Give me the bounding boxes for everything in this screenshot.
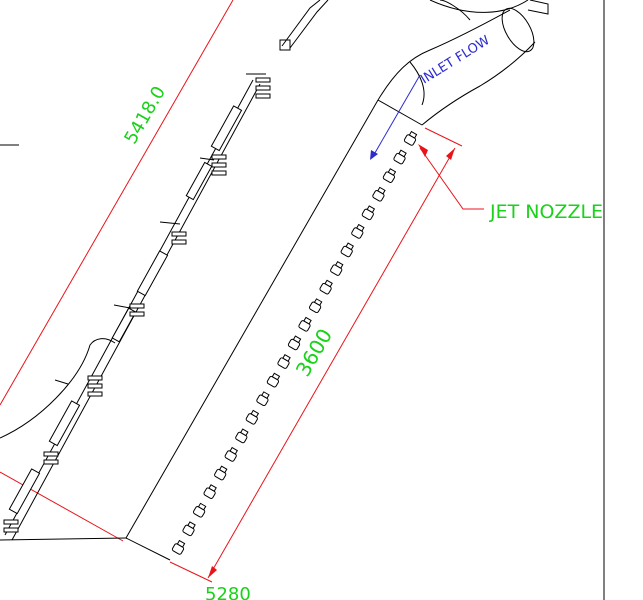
jet-nozzle bbox=[256, 391, 270, 407]
clamp-2 bbox=[211, 154, 227, 176]
jet-nozzle-row bbox=[171, 130, 418, 555]
clamp-7 bbox=[3, 519, 19, 533]
jet-nozzle bbox=[340, 242, 354, 258]
support-column bbox=[3, 73, 271, 541]
jet-nozzle bbox=[319, 279, 333, 295]
jet-nozzle bbox=[193, 502, 207, 518]
jet-nozzle-label: JET NOZZLE bbox=[489, 201, 603, 223]
clamp-1 bbox=[255, 77, 271, 99]
jet-nozzle bbox=[351, 223, 365, 239]
dimension-line-5418 bbox=[0, 0, 234, 406]
dimension-extension-bottom bbox=[0, 471, 124, 542]
tank-shell bbox=[0, 99, 423, 561]
jet-nozzle bbox=[171, 539, 186, 555]
jet-nozzle bbox=[372, 186, 386, 202]
jet-nozzle bbox=[235, 428, 249, 444]
inlet-flow-label: INLET FLOW bbox=[418, 33, 493, 87]
jet-nozzle bbox=[298, 316, 312, 332]
inlet-pipe bbox=[377, 0, 549, 126]
jet-nozzle bbox=[203, 484, 217, 499]
dimension-label-5280: 5280 bbox=[205, 584, 251, 600]
jet-nozzle bbox=[266, 372, 281, 388]
clamp-3 bbox=[171, 231, 187, 245]
jet-nozzle bbox=[287, 335, 302, 351]
clamp-5 bbox=[87, 375, 103, 397]
jet-nozzle bbox=[330, 260, 344, 276]
jet-nozzle-leader bbox=[418, 144, 484, 210]
jet-nozzle bbox=[382, 168, 397, 183]
jet-nozzle bbox=[277, 353, 291, 369]
jet-nozzle bbox=[245, 409, 260, 425]
upper-pipe-fragment bbox=[279, 0, 329, 51]
dimension-3600 bbox=[169, 127, 463, 583]
clamp-6 bbox=[43, 451, 59, 465]
inlet-flow-arrow bbox=[370, 74, 421, 160]
jet-nozzle bbox=[214, 465, 228, 481]
jet-nozzle bbox=[361, 205, 376, 221]
jet-nozzle bbox=[393, 149, 407, 165]
dimension-label-5418: 5418.0 bbox=[120, 83, 170, 148]
jet-nozzle bbox=[403, 130, 418, 146]
jet-nozzle bbox=[182, 521, 196, 537]
dimension-label-3600: 3600 bbox=[291, 324, 337, 380]
jet-nozzle bbox=[224, 446, 238, 462]
clamp-4 bbox=[129, 303, 145, 317]
jet-nozzle bbox=[309, 298, 323, 314]
